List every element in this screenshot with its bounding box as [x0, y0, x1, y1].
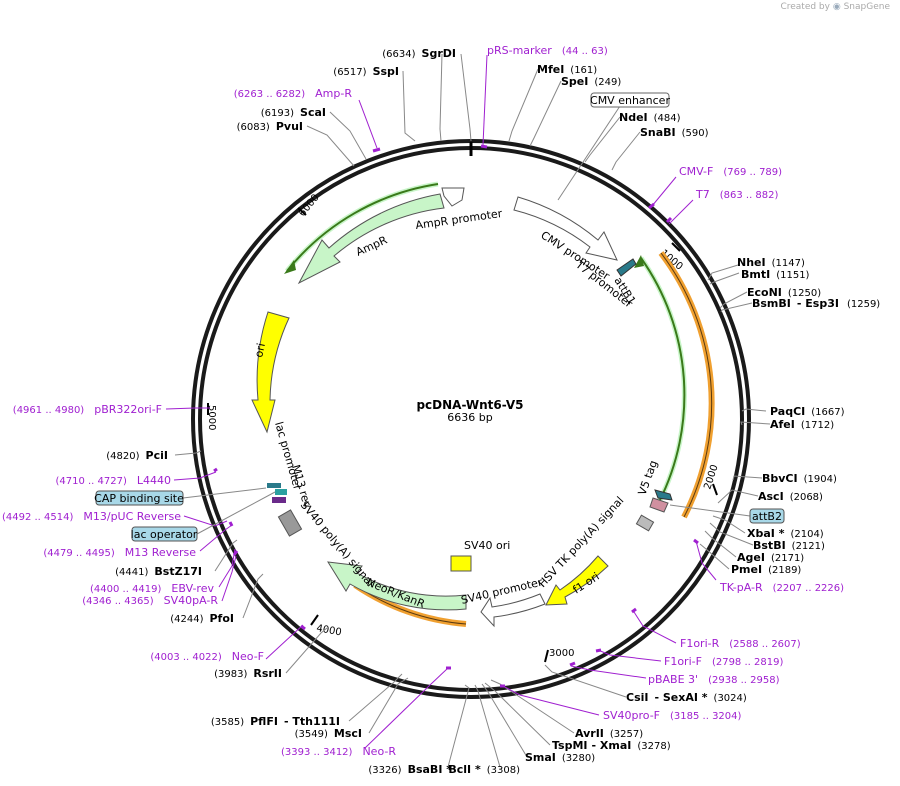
tick-label-3000: 3000	[549, 648, 574, 659]
primer-pbabe-3: pBABE 3'(2938 .. 2958)	[648, 673, 780, 686]
lac-operator-box	[131, 526, 198, 542]
site-leader-lines	[174, 53, 771, 768]
cap-binding-site-label: CAP binding site	[94, 492, 184, 505]
sv40-ori-block	[450, 555, 472, 572]
sv40-promoter-arrow	[480, 593, 546, 628]
primer-m13-puc-reverse: (4492 .. 4514)M13/pUC Reverse	[2, 510, 181, 523]
site-pvui: (6083)PvuI	[237, 120, 303, 133]
hsv-tk-polya-block	[635, 514, 655, 532]
tick-label-4000: 4000	[315, 623, 342, 638]
site-asci: AscI(2068)	[758, 490, 823, 503]
site-agei: AgeI(2171)	[737, 551, 804, 564]
credit-brand: SnapGene	[843, 2, 890, 12]
credit-prefix: Created by	[780, 2, 830, 12]
snapgene-logo: ◉	[832, 2, 841, 12]
primer-t7: T7(863 .. 882)	[695, 188, 779, 201]
site-afei: AfeI(1712)	[770, 418, 834, 431]
tick-label-5000: 5000	[206, 405, 217, 430]
snapgene-credit: Created by ◉ SnapGene	[780, 2, 890, 12]
primer-prs-marker: pRS-marker(44 .. 63)	[487, 44, 608, 57]
site-msci: (3549)MscI	[295, 727, 362, 740]
site-rsrii: (3983)RsrII	[214, 667, 282, 680]
site-bstbi: BstBI(2121)	[753, 539, 825, 552]
site-xbai: XbaI *(2104)	[747, 527, 824, 540]
f1-ori-arrow	[545, 555, 609, 606]
lac-operator-block	[275, 489, 287, 495]
site-bmti: BmtI(1151)	[741, 268, 810, 281]
cmv-enhancer-leader	[557, 105, 621, 201]
site-smai: SmaI(3280)	[525, 751, 595, 764]
green-orf-arcs	[284, 181, 687, 504]
primer-pbr322ori-f: (4961 .. 4980)pBR322ori-F	[13, 403, 162, 416]
orange-feature-arcs	[353, 251, 715, 627]
ori-arrow	[251, 311, 290, 434]
primer-f1ori-f: F1ori-F(2798 .. 2819)	[664, 655, 783, 668]
cmv-promoter-arrow	[513, 196, 618, 261]
site-sspi: (6517)SspI	[333, 65, 399, 78]
primer-ticks	[213, 144, 699, 688]
site-csii-sexai: CsiI- SexAI *(3024)	[626, 691, 747, 704]
primer-leader-lines	[165, 54, 717, 749]
primer-tk-pa-r: TK-pA-R(2207 .. 2226)	[719, 581, 844, 594]
primer-sv40pa-r: (4346 .. 4365)SV40pA-R	[82, 594, 218, 607]
attb2-marker	[649, 497, 669, 513]
site-snabi: SnaBI(590)	[640, 126, 709, 139]
primer-neo-r: (3393 .. 3412)Neo-R	[281, 745, 396, 758]
primer-m13-reverse: (4479 .. 4495)M13 Reverse	[43, 546, 196, 559]
feature-label-ori: ori	[252, 342, 268, 359]
site-bbvci: BbvCI(1904)	[762, 472, 837, 485]
site-spei: SpeI(249)	[561, 75, 621, 88]
site-bsmbi-esp3i: BsmBI- Esp3I(1259)	[752, 297, 880, 310]
tick-label-6000: 6000	[297, 192, 322, 219]
cmv-enhancer-label: CMV enhancer	[590, 94, 670, 107]
site-pfoi: (4244)PfoI	[170, 612, 234, 625]
site-ndei: NdeI(484)	[619, 111, 681, 124]
tick-marks	[207, 207, 718, 663]
attb2-box	[749, 508, 785, 524]
ampr-promoter-arrow	[441, 187, 465, 207]
plasmid-name: pcDNA-Wnt6-V5	[416, 398, 523, 412]
site-pmei: PmeI(2189)	[731, 563, 801, 576]
plasmid-size: 6636 bp	[447, 411, 492, 424]
ampr-arrow	[297, 193, 445, 285]
sv40-polya-block	[277, 509, 303, 537]
site-pflfi-tth111i: (3585)PflFI- Tth111I	[211, 715, 340, 728]
site-tspmi-xmai: TspMI- XmaI(3278)	[552, 739, 671, 752]
attb1-marker	[616, 258, 637, 277]
lac-promoter-block	[267, 483, 281, 488]
site-bsabi: (3326)BsaBI *	[368, 763, 452, 776]
cmv-enhancer-box	[590, 92, 670, 108]
feature-label-sv40-ori: SV40 ori	[464, 539, 510, 552]
site-scai: (6193)ScaI	[261, 106, 326, 119]
site-bcli: BclI *(3308)	[448, 763, 520, 776]
m13-rev-block	[272, 497, 286, 503]
site-nhei: NheI(1147)	[737, 256, 805, 269]
neor-kanr-arrow	[327, 561, 467, 611]
primer-l4440: (4710 .. 4727)L4440	[55, 474, 171, 487]
site-sgrdi: (6634)SgrDI	[382, 47, 456, 60]
cap-binding-site-leader	[182, 487, 267, 499]
v5-tag-marker	[654, 489, 673, 501]
primer-neo-f: (4003 .. 4022)Neo-F	[150, 650, 264, 663]
primer-ebv-rev: (4400 .. 4419)EBV-rev	[90, 582, 214, 595]
primer-sv40pro-f: SV40pro-F(3185 .. 3204)	[603, 709, 742, 722]
attb2-leader	[669, 504, 751, 517]
primer-amp-r: (6263 .. 6282)Amp-R	[234, 87, 353, 100]
primer-cmv-f: CMV-F(769 .. 789)	[679, 165, 782, 178]
cap-binding-site-box	[95, 490, 184, 506]
site-avrii: AvrII(3257)	[575, 727, 643, 740]
site-mfei: MfeI(161)	[537, 63, 597, 76]
lac-operator-label: lac operator	[131, 528, 198, 541]
attb2-label: attB2	[752, 510, 782, 523]
primer-f1ori-r: F1ori-R(2588 .. 2607)	[680, 637, 801, 650]
site-econi: EcoNI(1250)	[747, 286, 821, 299]
lac-operator-leader	[196, 491, 276, 535]
site-pcii: (4820)PciI	[106, 449, 168, 462]
site-paqci: PaqCI(1667)	[770, 405, 845, 418]
site-bstz17i: (4441)BstZ17I	[115, 565, 202, 578]
